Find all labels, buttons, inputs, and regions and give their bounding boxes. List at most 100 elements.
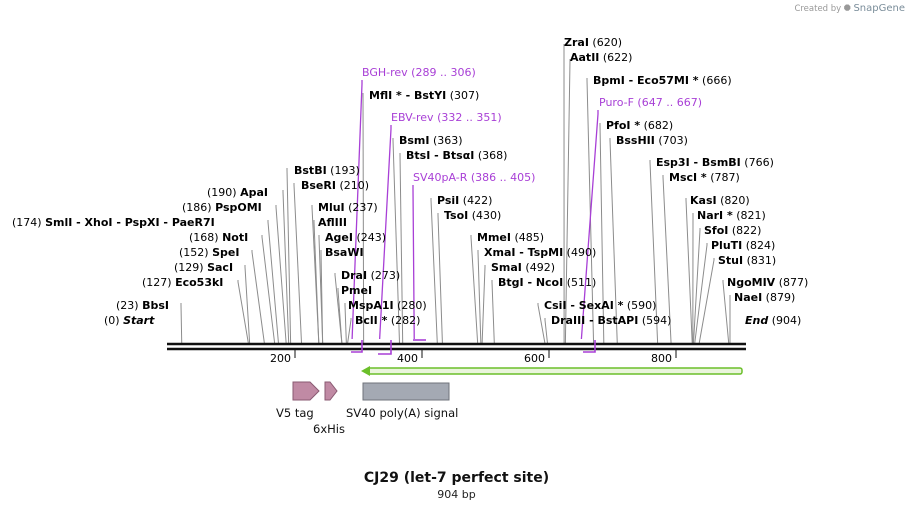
- site-leader-line: [685, 198, 693, 344]
- feature-label-sv40-polya: SV40 poly(A) signal: [346, 406, 458, 420]
- site-bseri[interactable]: BseRI (210): [301, 179, 369, 192]
- primer-leader-line: [580, 110, 599, 340]
- site-smai[interactable]: SmaI (492): [491, 261, 555, 274]
- primer-arrow-puro-f: [583, 340, 596, 353]
- site-bsmi[interactable]: BsmI (363): [399, 134, 463, 147]
- site-bpmi-eco57mi[interactable]: BpmI - Eco57MI * (666): [593, 74, 732, 87]
- site-nari[interactable]: NarI * (821): [697, 209, 766, 222]
- site-drai[interactable]: DraI (273): [341, 269, 400, 282]
- site-end[interactable]: End (904): [745, 314, 801, 327]
- site-stui[interactable]: StuI (831): [718, 254, 776, 267]
- site-leader-line: [282, 190, 290, 344]
- site-btgi-ncoi[interactable]: BtgI - NcoI (511): [498, 276, 596, 289]
- site-leader-line: [347, 318, 352, 344]
- site-pluti[interactable]: PluTI (824): [711, 239, 775, 252]
- site-leader-line: [437, 213, 443, 344]
- site-mmei[interactable]: MmeI (485): [477, 231, 544, 244]
- site-saci[interactable]: (129) SacI: [174, 261, 233, 274]
- site-leader-line: [399, 153, 404, 344]
- site-leader-line: [320, 250, 324, 344]
- primer-arrow-ebv-rev: [378, 340, 392, 355]
- primer-ebv-rev[interactable]: EBV-rev (332 .. 351): [391, 111, 502, 124]
- feature-6xhis[interactable]: [324, 381, 338, 401]
- features: V5 tag 6xHis SV40 poly(A) signal: [276, 381, 458, 436]
- site-leader-line: [649, 160, 659, 344]
- site-xmai-tspmi[interactable]: XmaI - TspMI (490): [484, 246, 596, 259]
- primer-sv40pa-r[interactable]: SV40pA-R (386 .. 405): [413, 171, 535, 184]
- site-psii[interactable]: PsiI (422): [437, 194, 492, 207]
- site-mfli-bstyi[interactable]: MflI * - BstYI (307): [369, 89, 479, 102]
- primer-leader-line: [412, 185, 415, 340]
- ruler-tick-200: 200: [270, 352, 291, 365]
- site-start[interactable]: (0) Start: [104, 314, 155, 327]
- site-leader-line: [237, 280, 249, 344]
- site-leader-line: [251, 250, 265, 344]
- orf-reverse-arrow[interactable]: [361, 366, 743, 376]
- site-leader-line: [599, 123, 605, 344]
- site-leader-line: [362, 93, 365, 344]
- site-bcli[interactable]: BclI * (282): [355, 314, 420, 327]
- ruler-tick-600: 600: [524, 352, 545, 365]
- site-leader-line: [392, 138, 400, 344]
- site-leader-line: [286, 168, 292, 344]
- site-kasi[interactable]: KasI (820): [690, 194, 750, 207]
- site-pfoi[interactable]: PfoI * (682): [606, 119, 673, 132]
- site-leader-line: [430, 198, 438, 344]
- site-apai[interactable]: (190) ApaI: [207, 186, 268, 199]
- site-leader-line: [275, 205, 287, 344]
- site-leader-line: [337, 288, 343, 344]
- site-csii-sexai[interactable]: CsiI - SexAI * (590): [544, 299, 656, 312]
- site-naei[interactable]: NaeI (879): [734, 291, 795, 304]
- site-bstbi[interactable]: BstBI (193): [294, 164, 360, 177]
- site-leader-line: [586, 78, 595, 344]
- site-aatii[interactable]: AatII (622): [570, 51, 632, 64]
- primer-leader-lines: [351, 80, 599, 340]
- site-smli-group[interactable]: (174) SmlI - XhoI - PspXI - PaeR7I: [12, 216, 215, 229]
- site-sfoi[interactable]: SfoI (822): [704, 224, 761, 237]
- site-mlui[interactable]: MluI (237): [318, 201, 378, 214]
- feature-label-v5-tag: V5 tag: [276, 406, 314, 420]
- site-spei[interactable]: (152) SpeI: [179, 246, 239, 259]
- primer-leader-line: [378, 125, 392, 340]
- site-agei[interactable]: AgeI (243): [325, 231, 386, 244]
- site-zrai[interactable]: ZraI (620): [564, 36, 622, 49]
- site-bsshii[interactable]: BssHII (703): [616, 134, 688, 147]
- site-esp3i-bsmbi[interactable]: Esp3I - BsmBI (766): [656, 156, 774, 169]
- site-leader-line: [180, 303, 183, 344]
- plasmid-length: 904 bp: [437, 488, 476, 501]
- ruler-tick-400: 400: [397, 352, 418, 365]
- site-leader-line: [481, 265, 486, 344]
- snapgene-logo-icon: ⯃: [843, 4, 851, 14]
- site-tsoi[interactable]: TsoI (430): [444, 209, 501, 222]
- feature-sv40-polya[interactable]: [362, 382, 450, 401]
- site-pmei[interactable]: PmeI: [341, 284, 372, 297]
- site-noti[interactable]: (168) NotI: [189, 231, 248, 244]
- site-leader-line: [544, 318, 548, 344]
- site-mspa1i[interactable]: MspA1I (280): [348, 299, 427, 312]
- site-bbsi[interactable]: (23) BbsI: [116, 299, 169, 312]
- dna-backbone: [167, 342, 746, 351]
- feature-label-6xhis: 6xHis: [313, 422, 345, 436]
- site-afliii[interactable]: AflIII: [318, 216, 347, 229]
- site-leader-line: [564, 59, 571, 344]
- feature-v5-tag[interactable]: [292, 381, 320, 401]
- site-leader-line: [609, 138, 618, 344]
- site-leader-line: [318, 235, 324, 344]
- site-draiii-bstapi[interactable]: DraIII - BstAPI (594): [551, 314, 671, 327]
- site-ngomiv[interactable]: NgoMIV (877): [727, 276, 808, 289]
- site-eco53ki[interactable]: (127) Eco53kI: [142, 276, 223, 289]
- site-leader-line: [662, 175, 672, 344]
- bp-ruler: 200 400 600 800: [270, 350, 677, 365]
- primer-arrow-bgh-rev: [351, 340, 363, 353]
- site-leader-line: [313, 220, 320, 344]
- site-leader-line: [344, 303, 347, 344]
- site-leader-line: [293, 183, 303, 344]
- site-leader-line: [692, 228, 701, 344]
- site-btsi[interactable]: BtsI - BtsαI (368): [406, 149, 507, 162]
- primer-puro-f[interactable]: Puro-F (647 .. 667): [599, 96, 702, 109]
- site-pspomi[interactable]: (186) PspOMI: [182, 201, 262, 214]
- site-msci[interactable]: MscI * (787): [669, 171, 740, 184]
- site-bsawi[interactable]: BsaWI: [325, 246, 364, 259]
- primer-bgh-rev[interactable]: BGH-rev (289 .. 306): [362, 66, 476, 79]
